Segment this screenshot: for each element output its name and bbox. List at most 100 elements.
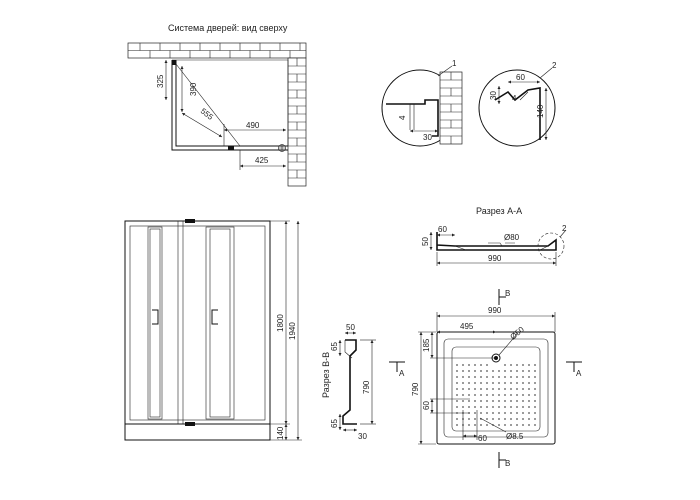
svg-text:60: 60 xyxy=(478,434,487,443)
anti-slip-dot xyxy=(522,418,524,420)
section-marker-b-top: B xyxy=(498,289,510,305)
svg-text:495: 495 xyxy=(460,322,474,331)
tray-dimension-185: 185 xyxy=(422,332,494,359)
anti-slip-dot xyxy=(468,424,470,426)
svg-text:30: 30 xyxy=(358,432,367,441)
anti-slip-dot xyxy=(516,388,518,390)
anti-slip-dots xyxy=(456,364,536,426)
anti-slip-dot xyxy=(480,382,482,384)
svg-text:60: 60 xyxy=(516,73,525,82)
anti-slip-dot xyxy=(504,406,506,408)
anti-slip-dot xyxy=(456,424,458,426)
anti-slip-dot xyxy=(510,382,512,384)
svg-text:990: 990 xyxy=(488,254,502,263)
anti-slip-dot xyxy=(510,370,512,372)
door-handle-left xyxy=(152,309,159,325)
anti-slip-dot xyxy=(474,400,476,402)
anti-slip-dot xyxy=(510,400,512,402)
anti-slip-dot xyxy=(516,400,518,402)
brick-wall-top xyxy=(127,42,307,59)
anti-slip-dot xyxy=(486,406,488,408)
brick-wall-right xyxy=(287,57,307,187)
anti-slip-dot xyxy=(534,406,536,408)
anti-slip-dot xyxy=(456,364,458,366)
anti-slip-dot xyxy=(492,406,494,408)
tray-dimension-60-vertical: 60 xyxy=(422,398,470,414)
anti-slip-dot xyxy=(456,418,458,420)
anti-slip-dot xyxy=(504,412,506,414)
svg-text:B: B xyxy=(505,289,510,298)
svg-text:30: 30 xyxy=(489,91,498,100)
anti-slip-dot xyxy=(456,388,458,390)
section-aa-title: Разрез А-А xyxy=(476,206,522,216)
anti-slip-dot xyxy=(468,394,470,396)
anti-slip-dot xyxy=(510,406,512,408)
door-system-top-view: Система дверей: вид сверху 325 xyxy=(127,23,307,187)
tray-dimension-60-horizontal: 60 xyxy=(462,410,487,443)
anti-slip-dot xyxy=(474,418,476,420)
anti-slip-dot xyxy=(468,370,470,372)
svg-text:990: 990 xyxy=(488,306,502,315)
anti-slip-dot xyxy=(498,370,500,372)
anti-slip-dot xyxy=(522,370,524,372)
section-marker-b-bottom: B xyxy=(498,452,510,468)
anti-slip-dot xyxy=(528,364,530,366)
svg-text:140: 140 xyxy=(536,104,545,118)
anti-slip-dot xyxy=(528,394,530,396)
svg-text:65: 65 xyxy=(330,419,339,428)
anti-slip-dot xyxy=(480,376,482,378)
anti-slip-dot xyxy=(474,376,476,378)
anti-slip-dot xyxy=(480,424,482,426)
svg-text:30: 30 xyxy=(423,133,432,142)
dimension-425: 425 xyxy=(239,150,286,170)
anti-slip-dot xyxy=(516,364,518,366)
svg-text:4: 4 xyxy=(398,115,407,120)
section-bb-title: Разрез В-В xyxy=(321,352,331,398)
callout-2b: 2 xyxy=(562,224,567,233)
svg-text:390: 390 xyxy=(189,82,198,96)
anti-slip-dot xyxy=(468,400,470,402)
anti-slip-dot xyxy=(486,418,488,420)
tray-dimension-790: 790 xyxy=(411,331,436,445)
anti-slip-dot xyxy=(510,424,512,426)
section-marker-a-right: A xyxy=(566,361,582,378)
svg-text:490: 490 xyxy=(246,121,260,130)
anti-slip-dot xyxy=(510,418,512,420)
svg-text:Ø8.5: Ø8.5 xyxy=(506,432,524,441)
dimension-490: 490 xyxy=(223,121,286,146)
anti-slip-dot xyxy=(492,412,494,414)
anti-slip-dot xyxy=(486,370,488,372)
svg-text:425: 425 xyxy=(255,156,269,165)
anti-slip-dot xyxy=(462,376,464,378)
anti-slip-dot xyxy=(474,370,476,372)
anti-slip-dot xyxy=(498,394,500,396)
callout-2: 2 xyxy=(552,61,557,70)
shower-tray-plan: B B A A 990 495 xyxy=(389,289,582,468)
anti-slip-dot xyxy=(474,364,476,366)
anti-slip-dot xyxy=(462,364,464,366)
anti-slip-dot xyxy=(480,406,482,408)
anti-slip-dot xyxy=(456,370,458,372)
anti-slip-dot xyxy=(468,406,470,408)
anti-slip-dot xyxy=(474,424,476,426)
svg-text:140: 140 xyxy=(276,426,285,440)
anti-slip-dot xyxy=(486,364,488,366)
anti-slip-dot xyxy=(516,412,518,414)
svg-text:50: 50 xyxy=(346,323,355,332)
anti-slip-dot xyxy=(528,382,530,384)
anti-slip-dot xyxy=(486,394,488,396)
anti-slip-dot xyxy=(534,418,536,420)
anti-slip-dot xyxy=(528,400,530,402)
svg-text:B: B xyxy=(505,459,510,468)
anti-slip-dot xyxy=(498,382,500,384)
anti-slip-dot xyxy=(498,418,500,420)
anti-slip-dot xyxy=(462,382,464,384)
anti-slip-dot xyxy=(504,364,506,366)
anti-slip-dot xyxy=(486,412,488,414)
anti-slip-dot xyxy=(534,412,536,414)
anti-slip-dot xyxy=(492,394,494,396)
anti-slip-dot xyxy=(474,382,476,384)
svg-text:790: 790 xyxy=(362,380,371,394)
anti-slip-dot xyxy=(534,424,536,426)
